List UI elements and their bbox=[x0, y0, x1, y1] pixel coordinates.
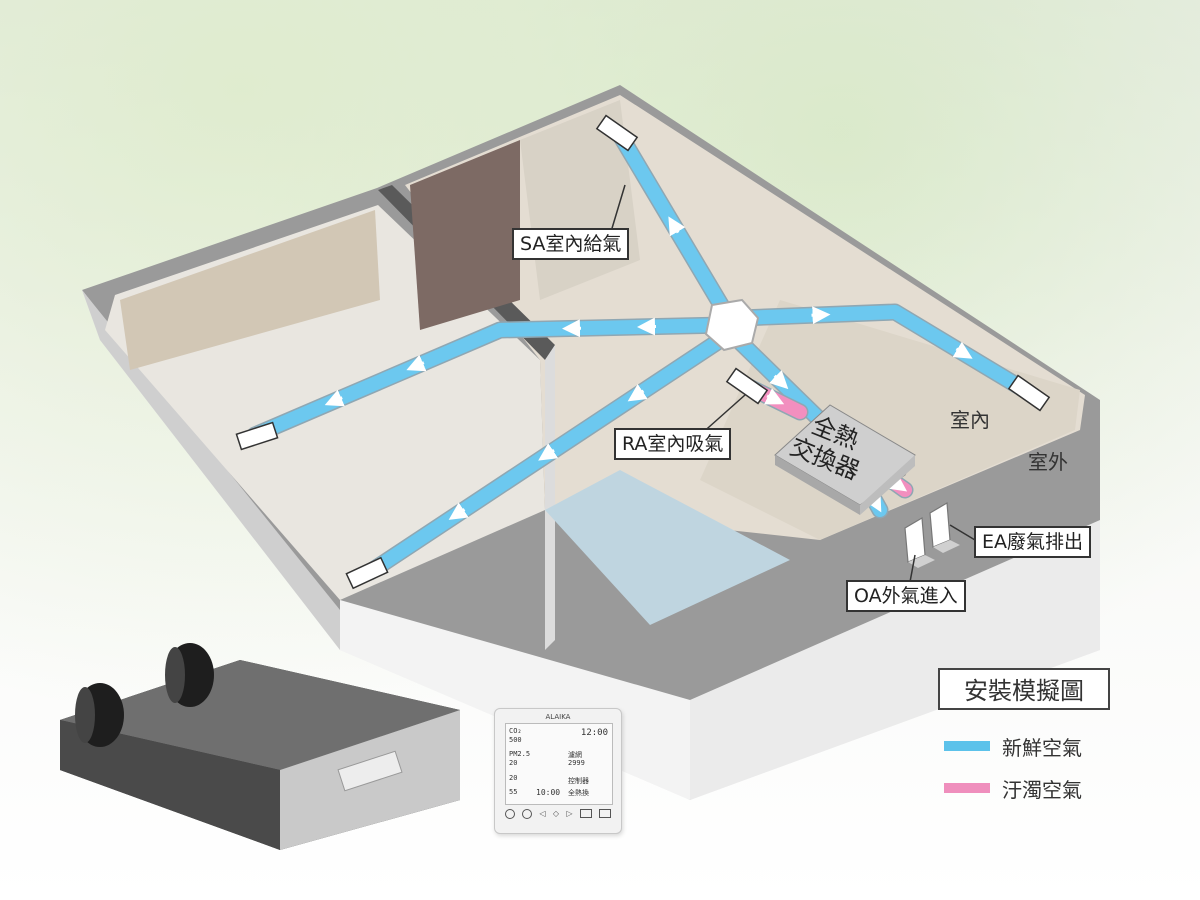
fresh-air-ducts bbox=[246, 126, 1037, 581]
temp-value: 20 bbox=[509, 774, 518, 782]
kitchen-back-wall bbox=[120, 210, 380, 370]
ra-label: RA室內吸氣 bbox=[614, 428, 732, 460]
controller-buttons: ◁ ◇ ▷ bbox=[505, 809, 611, 821]
corner-room-floor bbox=[700, 300, 1080, 540]
sa-label: SA室內給氣 bbox=[512, 228, 630, 260]
distribution-hub bbox=[704, 298, 760, 352]
flow-arrow bbox=[627, 383, 648, 402]
vent-ra bbox=[725, 367, 769, 405]
oa-label: OA外氣進入 bbox=[846, 580, 966, 612]
mode-button-icon[interactable] bbox=[579, 809, 592, 818]
legend-swatch-fresh bbox=[944, 741, 990, 751]
brick-wall bbox=[410, 140, 520, 330]
legend-swatch-stale bbox=[944, 783, 990, 793]
vent-right bbox=[1007, 374, 1051, 412]
ea-hood bbox=[929, 501, 960, 553]
stairwell bbox=[545, 470, 790, 625]
sa-leader bbox=[609, 184, 626, 236]
timer-value: 10:00 bbox=[536, 788, 561, 797]
flow-arrow bbox=[406, 354, 427, 372]
legend-label-fresh: 新鮮空氣 bbox=[1002, 735, 1082, 760]
humidity-value: 55 bbox=[509, 788, 518, 796]
controller-screen: CO₂ 500 12:00 PM2.5 20 濾網 2999 20 55 10:… bbox=[505, 723, 613, 805]
outdoor-label: 室外 bbox=[1028, 450, 1068, 474]
divider-wall-2 bbox=[545, 345, 555, 650]
filter-value: 2999 bbox=[568, 759, 585, 767]
settings-icon[interactable] bbox=[522, 809, 533, 819]
flow-arrow bbox=[538, 443, 559, 461]
wall-controller: ALAIKA CO₂ 500 12:00 PM2.5 20 濾網 2999 20… bbox=[494, 708, 622, 834]
co2-label: CO₂ bbox=[509, 727, 522, 735]
legend-label-stale: 汙濁空氣 bbox=[1002, 777, 1082, 802]
left-exterior-wall bbox=[82, 290, 340, 650]
vent-lower bbox=[345, 556, 389, 590]
legend-item-fresh: 新鮮空氣 bbox=[944, 734, 1082, 760]
up-down-icon[interactable]: ◇ bbox=[552, 809, 560, 818]
flow-arrow bbox=[764, 388, 785, 405]
flow-arrow bbox=[769, 370, 789, 390]
ea-leader bbox=[949, 524, 976, 541]
pm-value: 20 bbox=[509, 759, 518, 767]
timer-button-icon[interactable] bbox=[598, 809, 611, 818]
pm-label: PM2.5 bbox=[509, 750, 531, 758]
right-exterior-wall bbox=[690, 520, 1100, 800]
mode-label: 控制器 bbox=[568, 777, 589, 785]
clock-display: 12:00 bbox=[580, 728, 608, 738]
vent-kitchen bbox=[235, 421, 279, 451]
flow-arrow bbox=[952, 341, 973, 359]
flow-arrow bbox=[668, 216, 686, 237]
co2-value: 500 bbox=[509, 736, 522, 744]
vent-sa bbox=[595, 114, 639, 152]
legend-item-stale: 汙濁空氣 bbox=[944, 776, 1082, 802]
left-arrow-icon[interactable]: ◁ bbox=[539, 809, 546, 818]
power-icon[interactable] bbox=[505, 809, 515, 819]
legend-title: 安裝模擬圖 bbox=[938, 668, 1110, 710]
oa-leader bbox=[909, 554, 916, 583]
controller-brand: ALAIKA bbox=[545, 713, 571, 721]
heat-exchanger-box bbox=[774, 404, 916, 515]
hrv-unit-illustration bbox=[60, 643, 460, 850]
flow-arrow bbox=[448, 502, 469, 520]
ea-label: EA廢氣排出 bbox=[974, 526, 1092, 558]
right-arrow-icon[interactable]: ▷ bbox=[566, 809, 573, 818]
oa-hood bbox=[904, 516, 935, 568]
indoor-label: 室內 bbox=[950, 408, 990, 432]
hx-mode-label: 全熱換 bbox=[568, 789, 589, 797]
filter-label: 濾網 bbox=[568, 751, 582, 759]
duct-to-right-room bbox=[733, 305, 1035, 399]
flow-arrow bbox=[324, 389, 345, 407]
